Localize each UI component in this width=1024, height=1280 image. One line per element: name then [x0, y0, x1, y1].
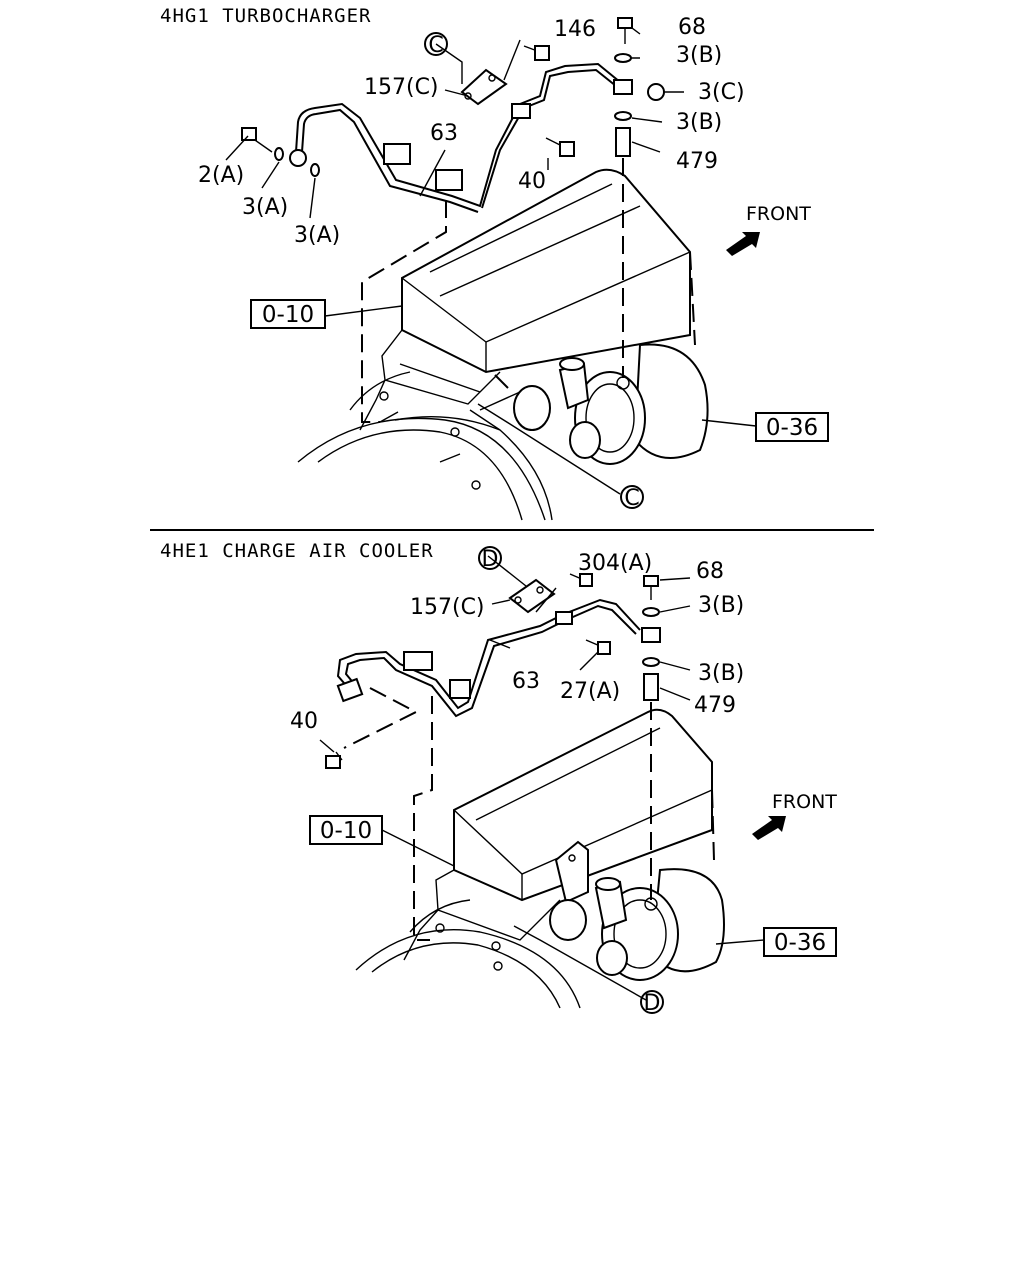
- callout-3b: 3(B): [676, 43, 722, 68]
- washer-3c: [647, 83, 665, 101]
- callout-157c: 157(C): [364, 75, 439, 100]
- bolt-40: [545, 137, 575, 157]
- callout-27a: 27(A): [560, 679, 620, 704]
- oil-feed-pipe: [336, 598, 641, 718]
- svg-text:D: D: [644, 991, 661, 1016]
- svg-text:C: C: [624, 486, 639, 511]
- section-turbocharger: 4HG1 TURBOCHARGER: [160, 5, 829, 521]
- bolt-68: [643, 575, 659, 600]
- front-arrow-icon: [752, 816, 786, 840]
- callout-3c: 3(C): [698, 80, 745, 105]
- washer-3b: [642, 657, 660, 667]
- circle-ref-d: D: [640, 990, 664, 1016]
- svg-text:D: D: [482, 547, 499, 572]
- callout-3b-lower: 3(B): [676, 110, 722, 135]
- section-charge-air-cooler: 4HE1 CHARGE AIR COOLER: [160, 540, 837, 1016]
- bolt-2a: [241, 127, 273, 153]
- leader-lines: [319, 555, 765, 1001]
- connector-479: [643, 673, 659, 701]
- circle-ref-c: C: [620, 485, 644, 511]
- callout-40: 40: [290, 709, 318, 734]
- bolt-68: [617, 17, 633, 44]
- callout-304a: 304(A): [578, 551, 652, 576]
- washer-3a: [274, 147, 284, 161]
- front-arrow: FRONT: [726, 203, 811, 256]
- washer-3b: [614, 53, 632, 63]
- callout-157c: 157(C): [410, 595, 485, 620]
- washer-3b: [642, 607, 660, 617]
- box-ref-0-10: 0-10: [309, 815, 383, 845]
- box-ref-0-36: 0-36: [763, 927, 837, 957]
- svg-text:0-10: 0-10: [262, 302, 314, 328]
- leader-lines: [225, 27, 757, 495]
- callout-479: 479: [676, 149, 718, 174]
- bolt-27a: [585, 639, 611, 655]
- svg-text:0-36: 0-36: [774, 930, 826, 956]
- callout-2a: 2(A): [198, 163, 244, 188]
- washer-3a: [310, 163, 320, 177]
- front-arrow-icon: [726, 232, 760, 256]
- callout-146: 146: [554, 17, 596, 42]
- callout-3a: 3(A): [242, 195, 288, 220]
- callout-63: 63: [512, 669, 540, 694]
- svg-text:0-36: 0-36: [766, 415, 818, 441]
- bolt-146: [523, 45, 550, 61]
- eye-joint: [613, 79, 633, 95]
- circle-ref-c: C: [424, 32, 448, 58]
- eye-joint: [641, 627, 661, 643]
- circle-ref-d: D: [478, 546, 502, 572]
- section-title: 4HE1 CHARGE AIR COOLER: [160, 540, 434, 562]
- front-label: FRONT: [772, 791, 837, 813]
- callout-3b: 3(B): [698, 593, 744, 618]
- callout-3a-lower: 3(A): [294, 223, 340, 248]
- washer-3b: [614, 111, 632, 121]
- oil-feed-pipe: [289, 62, 621, 213]
- front-label: FRONT: [746, 203, 811, 225]
- svg-text:C: C: [428, 33, 443, 58]
- fasteners: [241, 17, 665, 378]
- section-title: 4HG1 TURBOCHARGER: [160, 5, 371, 27]
- callout-40: 40: [518, 169, 546, 194]
- pipe-clip: [460, 68, 508, 106]
- bolt-304a: [569, 573, 593, 587]
- callout-479: 479: [694, 693, 736, 718]
- svg-text:0-10: 0-10: [320, 818, 372, 844]
- callout-68: 68: [678, 15, 706, 40]
- engine-block: [297, 168, 709, 521]
- box-ref-0-36: 0-36: [755, 412, 829, 442]
- connector-479: [615, 127, 631, 157]
- bolt-40: [325, 751, 343, 769]
- front-arrow: FRONT: [752, 791, 837, 840]
- callout-63: 63: [430, 121, 458, 146]
- fasteners: [325, 573, 661, 900]
- callout-3b-lower: 3(B): [698, 661, 744, 686]
- engine-block: [355, 708, 725, 1009]
- callout-68: 68: [696, 559, 724, 584]
- pipe-clip: [508, 578, 556, 614]
- box-ref-0-10: 0-10: [250, 299, 326, 329]
